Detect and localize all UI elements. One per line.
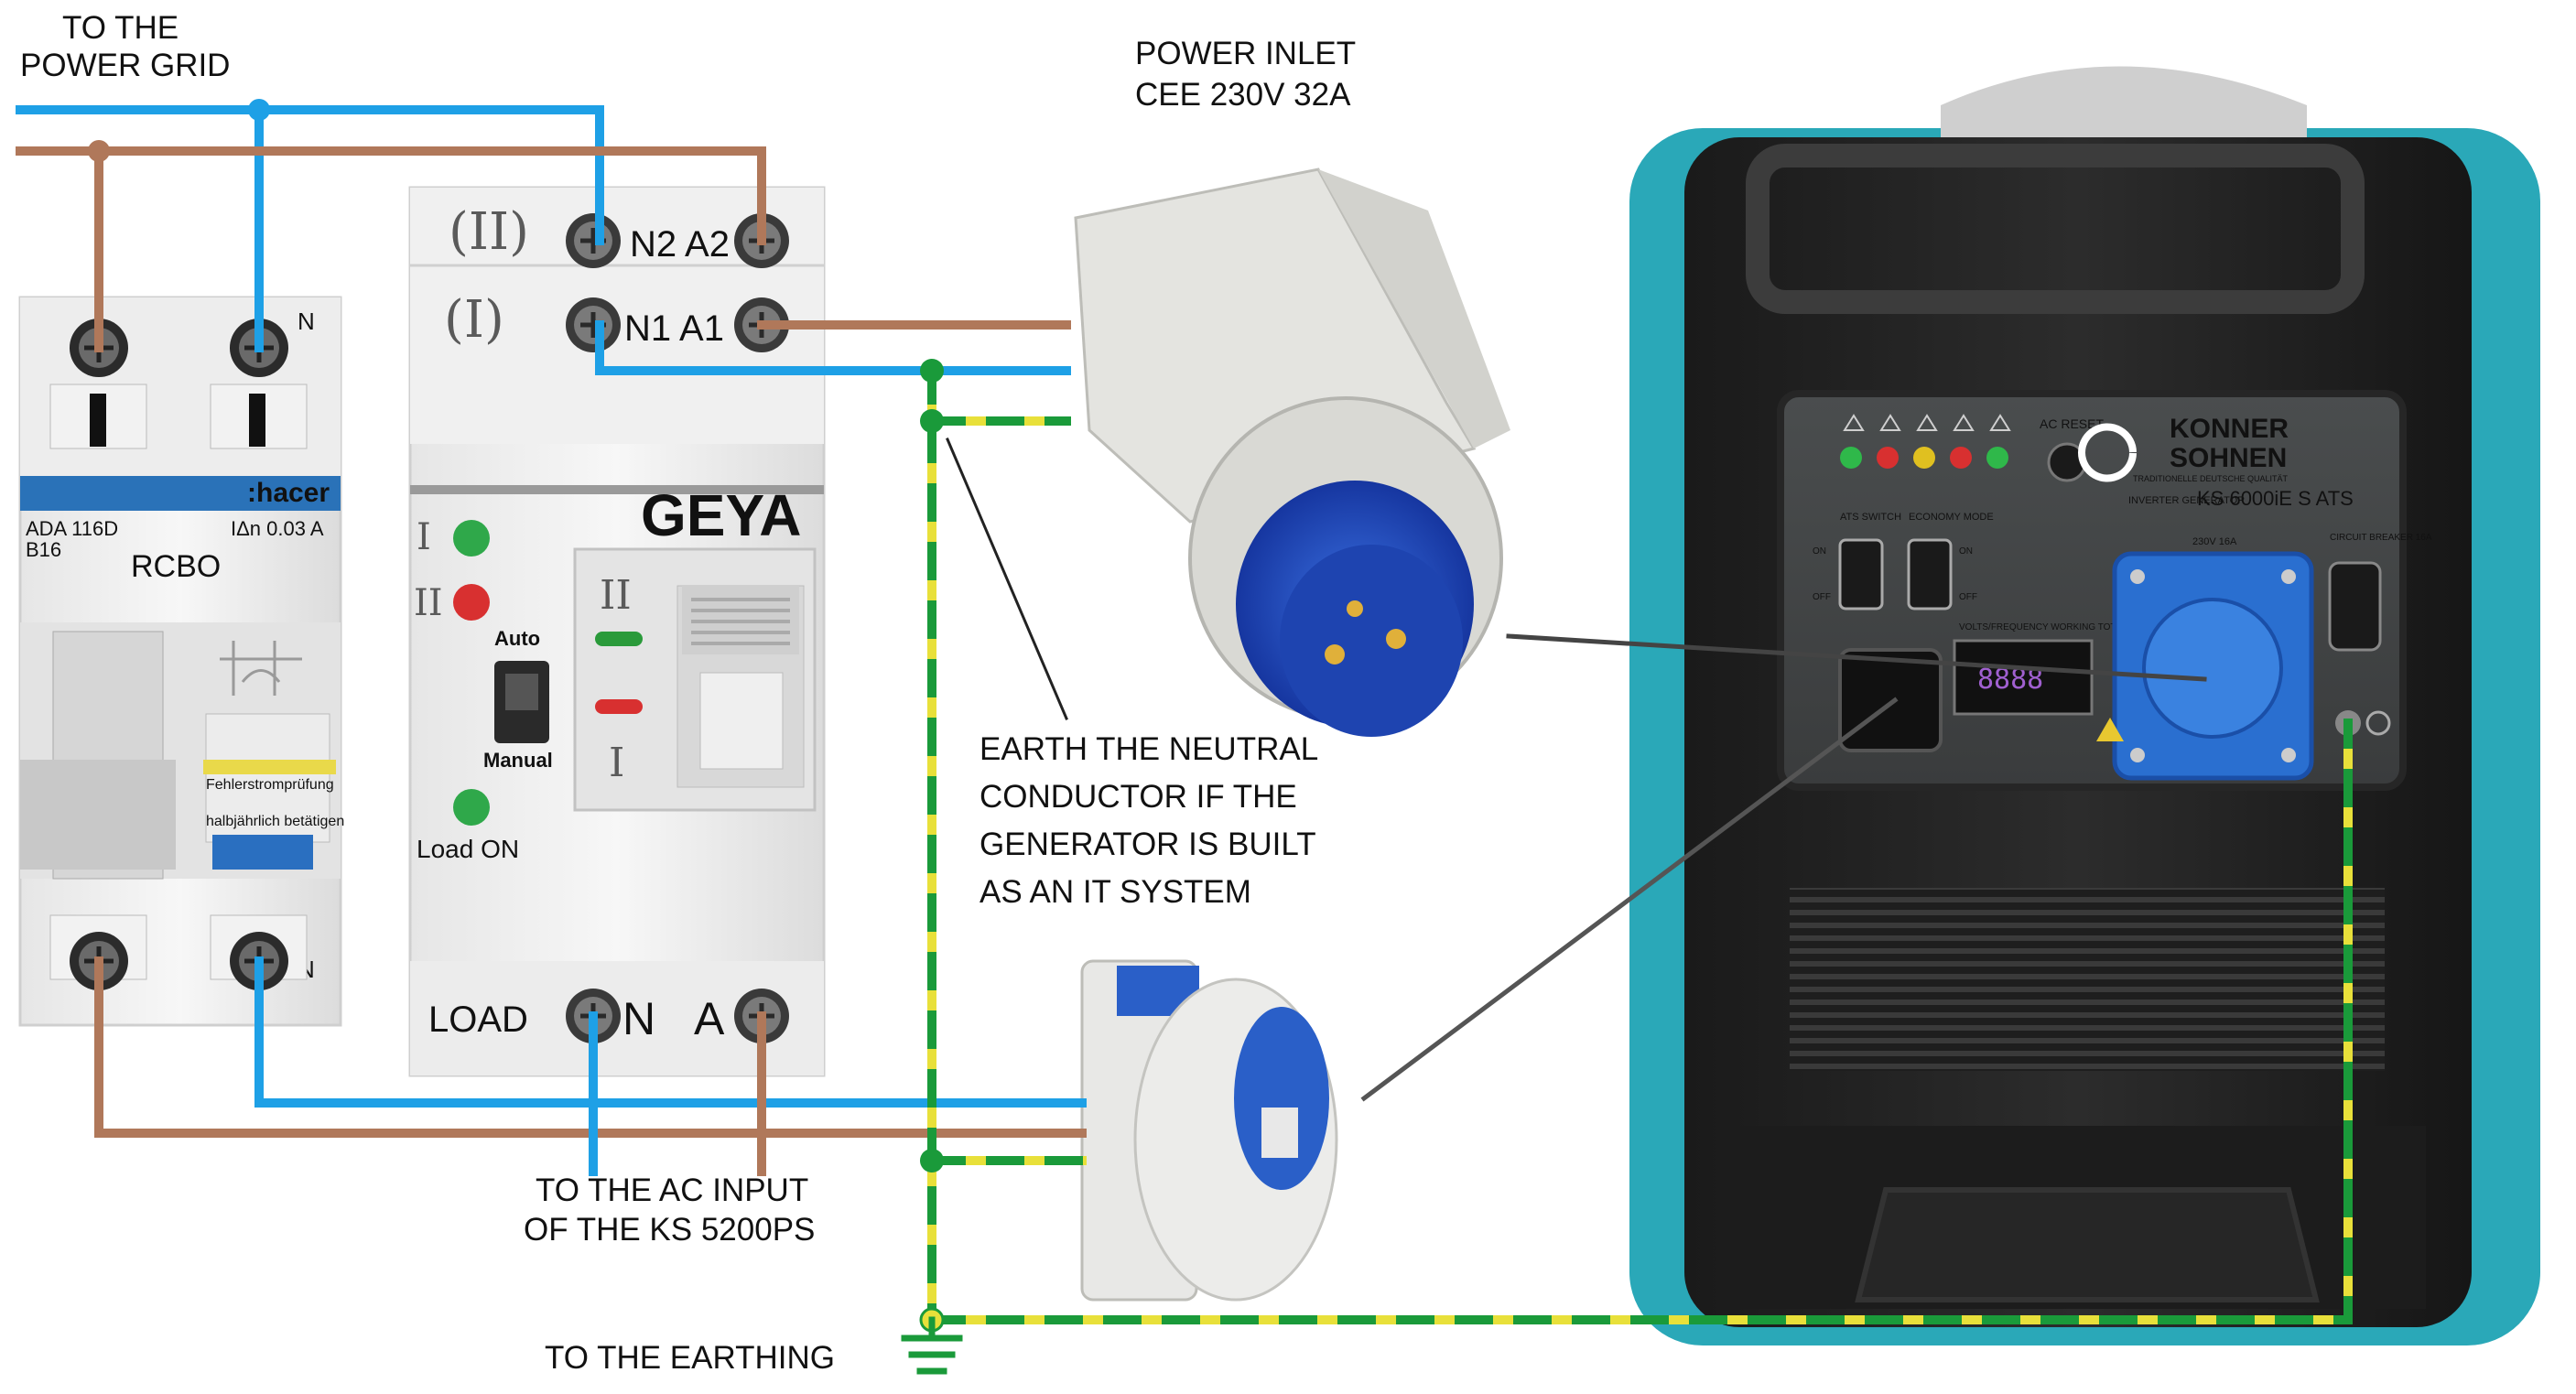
rcbo-toggle-lever bbox=[20, 760, 176, 870]
wire-inlet-neutral bbox=[595, 320, 1071, 375]
generator-breaker-label: CIRCUIT BREAKER 16A bbox=[2330, 533, 2432, 543]
generator-breaker bbox=[2328, 561, 2382, 652]
caption-note-line4: AS AN IT SYSTEM bbox=[980, 874, 1251, 910]
generator-display-caption: VOLTS/FREQUENCY WORKING TOTAL HOURS bbox=[1959, 622, 2162, 632]
cee-wall-socket bbox=[1080, 959, 1338, 1302]
rcbo-n-top: N bbox=[298, 308, 315, 335]
caption-earthing: TO THE EARTHING bbox=[545, 1340, 835, 1376]
rcbo-breaker: :hacer ADA 116D IΔn 0.03 A B16 RCBO N N … bbox=[18, 296, 344, 1027]
rcbo-type: B16 bbox=[26, 538, 61, 561]
generator-ac-reset-label: AC RESET bbox=[2040, 416, 2104, 431]
ats-manual-label: Manual bbox=[483, 749, 553, 772]
wire-earth bbox=[927, 366, 2353, 1324]
wiring bbox=[16, 99, 2353, 1375]
ats-auto-label: Auto bbox=[494, 627, 540, 650]
ats-n2a2: N2 A2 bbox=[630, 224, 730, 265]
ats-ind-1-label: I bbox=[417, 516, 431, 558]
generator-handle bbox=[1746, 144, 2365, 314]
ats-screw-n1 bbox=[566, 297, 621, 352]
caption-grid-line2: POWER GRID bbox=[20, 48, 230, 83]
caption-note-line1: EARTH THE NEUTRAL bbox=[980, 731, 1318, 767]
caption-note-line2: CONDUCTOR IF THE bbox=[980, 779, 1297, 815]
generator-brand-line1: KONNER bbox=[2170, 414, 2289, 444]
rcbo-rating-right: IΔn 0.03 A bbox=[231, 517, 324, 540]
caption-inlet-line1: POWER INLET bbox=[1135, 36, 1356, 71]
cee-power-inlet bbox=[1074, 167, 1510, 737]
generator-model: KS 6000iE S ATS bbox=[2197, 487, 2354, 510]
caption-ac-line1: TO THE AC INPUT bbox=[536, 1172, 808, 1208]
ats-source-1: (I) bbox=[444, 290, 504, 350]
wire-load-neutral bbox=[254, 956, 1087, 1108]
cee-socket-blue-cap bbox=[1234, 1007, 1329, 1190]
ats-source-2: (II) bbox=[449, 202, 529, 262]
ats-brand: GEYA bbox=[641, 482, 802, 548]
caption-inlet-line2: CEE 230V 32A bbox=[1135, 77, 1351, 113]
ats-n-label: N bbox=[622, 993, 655, 1044]
wire-grid-neutral bbox=[16, 105, 604, 245]
ats-switch-ii: II bbox=[600, 572, 632, 619]
caption-ac-line2: OF THE KS 5200PS bbox=[524, 1212, 815, 1248]
caption-grid-line1: TO THE bbox=[62, 10, 179, 46]
inverter-generator: AC RESET KONNER SOHNEN TRADITIONELLE DEU… bbox=[1629, 66, 2540, 1345]
leader-inlet-to-generator bbox=[1506, 633, 2207, 682]
generator-brand-line2: SOHNEN bbox=[2170, 443, 2287, 473]
generator-eco-rocker bbox=[1907, 538, 1953, 611]
generator-model-prefix: INVERTER GENERATOR bbox=[2128, 495, 2245, 506]
earth-ground-symbol bbox=[901, 1316, 963, 1375]
wire-grid-phase bbox=[16, 146, 766, 245]
leader-socket-to-generator bbox=[1360, 697, 1899, 1102]
ats-ind-1-led bbox=[453, 520, 490, 557]
ats-load-label: LOAD bbox=[428, 1000, 528, 1040]
generator-eco-on: ON bbox=[1959, 546, 1973, 557]
rcbo-brand: :hacer bbox=[247, 478, 330, 508]
ats-switch: (II) (I) N2 A2 N1 A1 GEYA I II Auto Manu… bbox=[408, 186, 826, 1077]
generator-eco-off: OFF bbox=[1959, 592, 1977, 602]
generator-ats-switch-label: ATS SWITCH bbox=[1840, 512, 1901, 523]
rcbo-test-text-2: halbjährlich betätigen bbox=[206, 814, 344, 829]
caption-note-line3: GENERATOR IS BUILT bbox=[980, 827, 1316, 862]
ats-a-label: A bbox=[694, 993, 725, 1044]
generator-vent-grille bbox=[1790, 888, 2385, 1071]
generator-display bbox=[1953, 639, 2094, 716]
generator-ats-rocker bbox=[1838, 538, 1884, 611]
generator-slogan: TRADITIONELLE DEUTSCHE QUALITÄT bbox=[2133, 474, 2289, 483]
ats-screw-n2 bbox=[566, 213, 621, 268]
generator-ats-on: ON bbox=[1813, 546, 1826, 557]
ats-load-on-label: Load ON bbox=[417, 835, 519, 863]
ats-ind-2-label: II bbox=[414, 582, 443, 624]
leader-note bbox=[946, 438, 1068, 720]
rcbo-test-text-1: Fehlerstromprüfung bbox=[206, 777, 334, 793]
generator-economy-label: ECONOMY MODE bbox=[1909, 512, 1994, 523]
ats-ind-2-led bbox=[453, 584, 490, 621]
ats-switch-i: I bbox=[609, 740, 624, 786]
rcbo-brand-strip bbox=[20, 476, 341, 511]
generator-socket-rating: 230V 16A bbox=[2192, 536, 2237, 547]
generator-ats-off: OFF bbox=[1813, 592, 1831, 602]
ats-n1a1: N1 A1 bbox=[624, 308, 724, 349]
rcbo-test-button bbox=[212, 835, 313, 870]
generator-output-terminal bbox=[1838, 648, 1943, 752]
wire-load-phase bbox=[94, 956, 1087, 1138]
rcbo-label: RCBO bbox=[131, 549, 221, 584]
ats-load-led bbox=[453, 789, 490, 826]
rcbo-rating-left: ADA 116D bbox=[26, 517, 118, 540]
